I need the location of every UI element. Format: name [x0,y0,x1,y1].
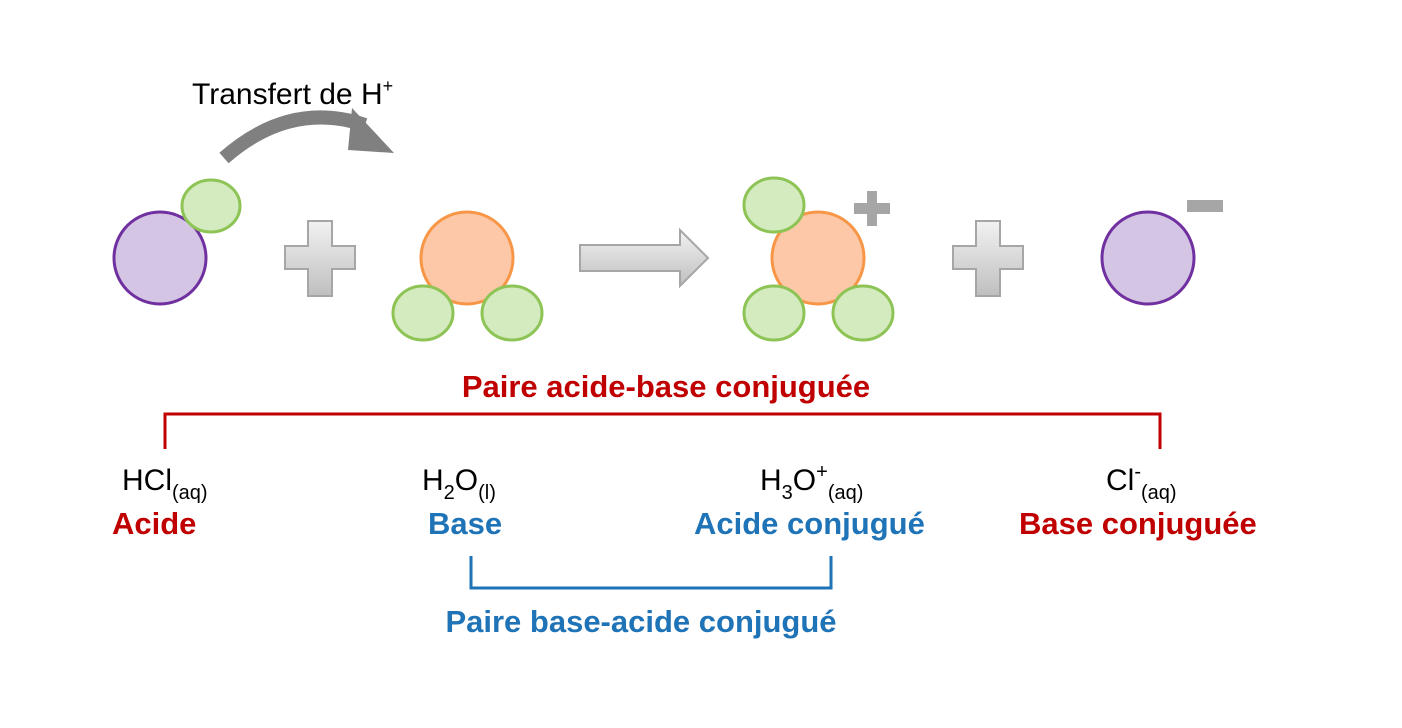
chlorine-atom [1100,210,1196,306]
negative-charge-icon [1187,200,1223,212]
hydrogen-atom [480,284,544,342]
h3o-molecule [742,176,895,342]
acid-base-pair-label: Paire acide-base conjuguée [462,369,870,404]
hydrogen-atom [742,284,806,342]
plus-sign [952,220,1024,297]
hydrogen-atom [180,178,242,234]
conjugate-base-role: Base conjuguée [1019,506,1257,541]
reaction-arrow [579,227,710,289]
plus-sign [284,220,356,297]
cl-formula: Cl-(aq) [1106,461,1177,504]
h2o-formula: H2O(l) [422,464,496,504]
chlorine-atom [112,210,208,306]
proton-transfer-arrow [219,108,394,164]
hydrogen-atom [831,284,895,342]
h3o-formula: H3O+(aq) [760,461,863,504]
acid-role: Acide [112,506,196,541]
conjugate-acid-role: Acide conjugué [694,506,925,541]
transfer-label: Transfert de H+ [192,76,393,111]
acid-base-pair-bracket [163,412,1162,449]
chloride-ion [1100,200,1223,306]
hydrogen-atom [742,176,806,234]
positive-charge-icon [854,191,890,226]
hydrogen-atom [391,284,455,342]
base-acid-pair-bracket [469,556,833,590]
hcl-molecule [112,178,242,306]
base-role: Base [428,506,502,541]
oxygen-atom [770,210,866,306]
h2o-molecule [391,210,544,342]
oxygen-atom [419,210,515,306]
base-acid-pair-label: Paire base-acide conjugué [445,604,836,639]
hcl-formula: HCl(aq) [122,464,208,504]
